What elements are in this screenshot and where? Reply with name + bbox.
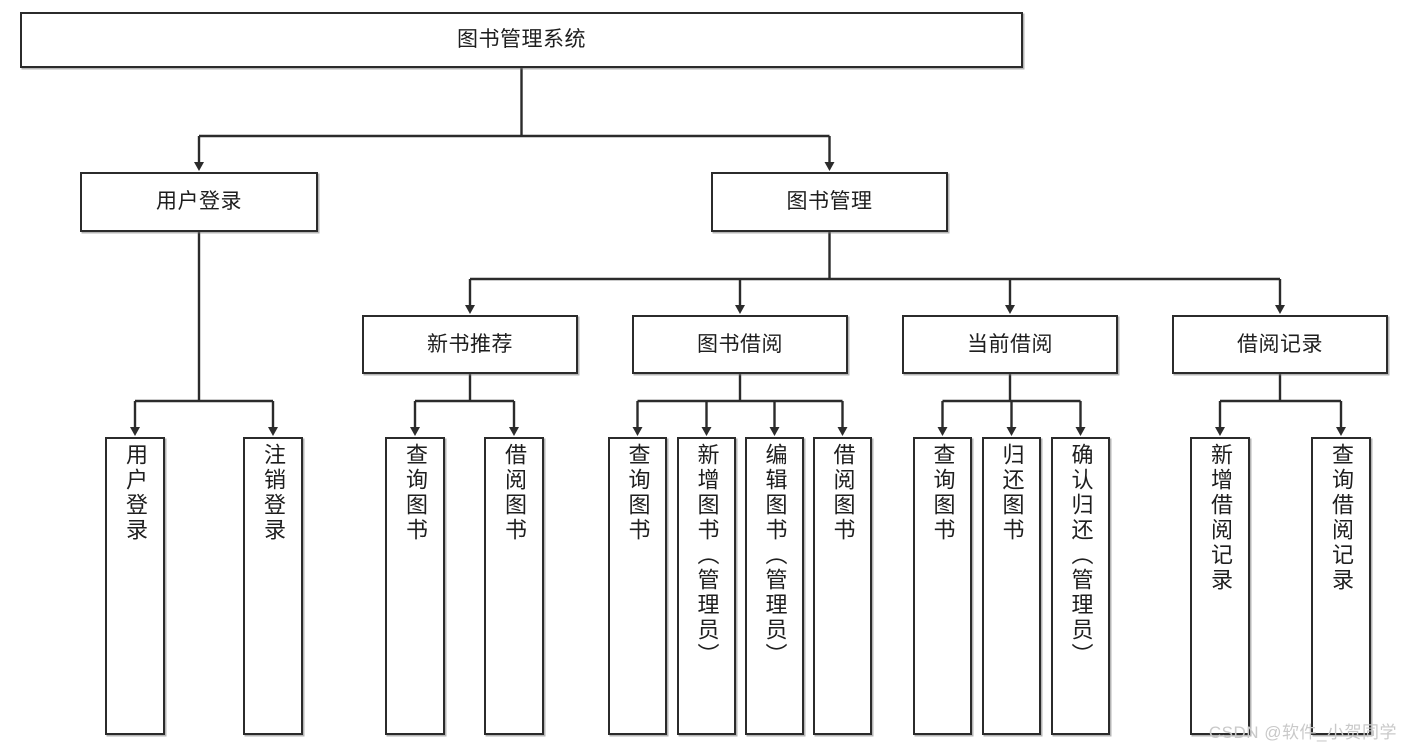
node-label-records: 借阅记录 (1237, 332, 1323, 356)
node-label-login: 用户登录 (156, 190, 242, 214)
node-leaf-query-book-3[interactable]: 查询图书 (913, 437, 972, 735)
node-label-leaf-user-login: 用户登录 (123, 443, 148, 543)
node-newbook[interactable]: 新书推荐 (362, 315, 578, 374)
node-leaf-borrow-book-2[interactable]: 借阅图书 (813, 437, 872, 735)
node-label-leaf-return-book: 归还图书 (999, 443, 1025, 543)
node-label-leaf-user-logout: 注销登录 (261, 443, 286, 543)
node-label-leaf-add-record: 新增借阅记录 (1208, 443, 1233, 593)
node-label-leaf-add-book: 新增图书（管理员） (694, 443, 720, 668)
node-leaf-query-record[interactable]: 查询借阅记录 (1311, 437, 1371, 735)
node-leaf-query-book-1[interactable]: 查询图书 (385, 437, 445, 735)
node-root[interactable]: 图书管理系统 (20, 12, 1023, 68)
node-leaf-borrow-book-1[interactable]: 借阅图书 (484, 437, 544, 735)
node-leaf-user-logout[interactable]: 注销登录 (243, 437, 303, 735)
node-label-leaf-query-book-1: 查询图书 (403, 443, 428, 543)
node-records[interactable]: 借阅记录 (1172, 315, 1388, 374)
node-bookmgr[interactable]: 图书管理 (711, 172, 948, 232)
node-leaf-query-book-2[interactable]: 查询图书 (608, 437, 667, 735)
node-label-leaf-query-book-3: 查询图书 (930, 443, 956, 543)
node-leaf-edit-book[interactable]: 编辑图书（管理员） (745, 437, 804, 735)
node-label-leaf-borrow-book-1: 借阅图书 (502, 443, 527, 543)
node-label-leaf-query-record: 查询借阅记录 (1329, 443, 1354, 593)
node-leaf-add-book[interactable]: 新增图书（管理员） (677, 437, 736, 735)
node-leaf-return-book[interactable]: 归还图书 (982, 437, 1041, 735)
node-leaf-confirm-return[interactable]: 确认归还（管理员） (1051, 437, 1110, 735)
csdn-watermark: CSDN @软件_小贺同学 (1208, 723, 1397, 742)
node-borrow[interactable]: 图书借阅 (632, 315, 848, 374)
node-label-newbook: 新书推荐 (427, 332, 513, 356)
node-label-bookmgr: 图书管理 (786, 190, 873, 214)
node-label-leaf-confirm-return: 确认归还（管理员） (1068, 443, 1094, 668)
node-label-leaf-edit-book: 编辑图书（管理员） (762, 443, 788, 668)
node-label-root: 图书管理系统 (457, 28, 586, 52)
node-leaf-add-record[interactable]: 新增借阅记录 (1190, 437, 1250, 735)
node-label-leaf-query-book-2: 查询图书 (625, 443, 651, 543)
node-label-borrow: 图书借阅 (697, 332, 783, 356)
node-current[interactable]: 当前借阅 (902, 315, 1118, 374)
node-label-leaf-borrow-book-2: 借阅图书 (830, 443, 856, 543)
node-login[interactable]: 用户登录 (80, 172, 318, 232)
node-leaf-user-login[interactable]: 用户登录 (105, 437, 165, 735)
node-label-current: 当前借阅 (967, 332, 1053, 356)
